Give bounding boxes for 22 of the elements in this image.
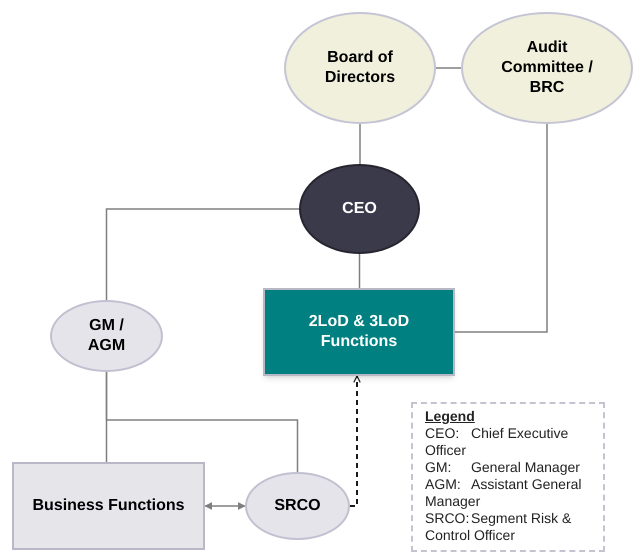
legend-title: Legend: [425, 408, 476, 425]
arrow: [350, 375, 361, 507]
connector-line: [455, 124, 548, 333]
node-label: Audit Committee / BRC: [500, 38, 594, 98]
connector-line: [436, 67, 461, 69]
node-label: 2LoD & 3LoD Functions: [308, 312, 410, 352]
connector-line: [106, 372, 298, 472]
node-label: GM / AGM: [86, 316, 126, 356]
legend-entry: GM: General Manager: [425, 459, 581, 476]
legend-entry: SRCO:Segment Risk & Control Officer: [425, 510, 572, 544]
connector-line: [358, 254, 360, 288]
legend-entry: CEO: Chief Executive Officer: [425, 425, 570, 459]
node-label: SRCO: [274, 496, 321, 516]
node-label: CEO: [342, 199, 377, 219]
legend-entry: AGM: Assistant General Manager: [425, 476, 582, 510]
arrow: [204, 502, 246, 510]
process-box: [12, 462, 205, 550]
node-label: Board of Directors: [324, 48, 396, 88]
connector-line: [359, 124, 361, 164]
process-box: [263, 288, 455, 376]
node-label: Business Functions: [32, 496, 185, 516]
connector-line: [106, 208, 299, 300]
